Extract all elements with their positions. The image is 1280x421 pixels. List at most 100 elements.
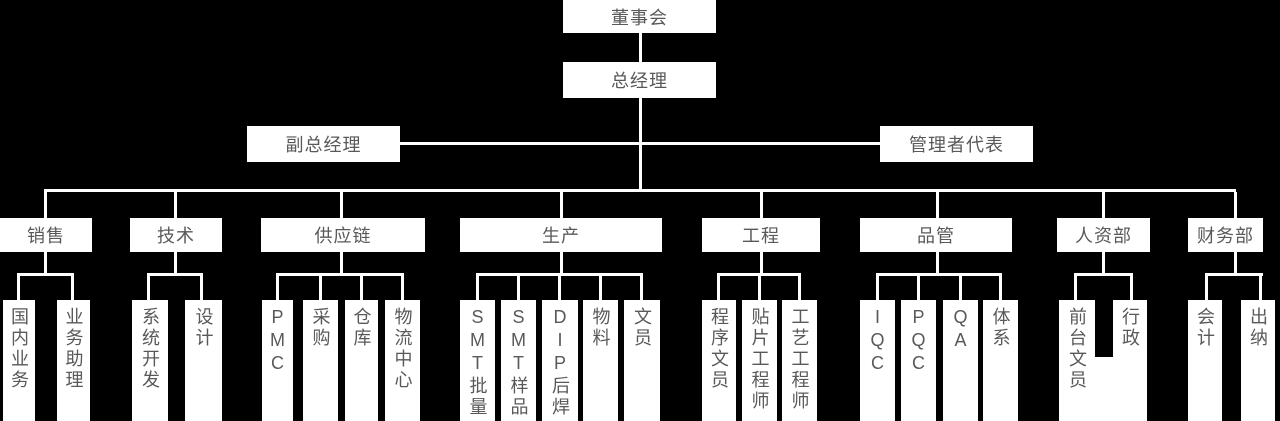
org-node-deputy-general-manager: 副总经理 — [247, 126, 400, 162]
org-node-system-development: 系统开发 — [132, 300, 168, 421]
connector-rail-engineering — [717, 273, 801, 276]
connector-rail-production — [476, 273, 643, 276]
white-fill-artifact — [1093, 357, 1114, 421]
program-clerk-label: 程序文员 — [709, 307, 729, 391]
quality-system-label: 体系 — [990, 307, 1011, 349]
org-node-dept-engineering: 工程 — [702, 218, 820, 252]
dept-engineering-label: 工程 — [742, 226, 780, 246]
connector-stub-finance-up — [1234, 192, 1237, 218]
materials-label: 物料 — [590, 307, 611, 349]
iqc-label: IQC — [867, 307, 888, 376]
design-label: 设计 — [193, 307, 214, 349]
connector-stub-smt-sample — [517, 276, 520, 300]
connector-stub-quality-down — [936, 252, 939, 276]
system-development-label: 系统开发 — [140, 307, 160, 391]
connector-stub-materials — [599, 276, 602, 300]
org-node-pmc: PMC — [262, 300, 293, 421]
org-node-purchasing: 采购 — [303, 300, 338, 421]
connector-stub-design — [200, 276, 203, 300]
smt-batch-label: SMT批量 — [467, 307, 488, 418]
connector-stub-front-desk-clerk — [1074, 276, 1077, 300]
dept-supply-chain-label: 供应链 — [314, 226, 372, 246]
qa-label: QA — [950, 307, 971, 353]
org-node-board: 董事会 — [563, 0, 716, 33]
org-node-deputy-general-manager-label: 副总经理 — [285, 135, 362, 155]
org-node-process-engineer: 工艺工程师 — [782, 300, 817, 421]
warehouse-label: 仓库 — [351, 307, 372, 349]
connector-stub-cashier — [1259, 276, 1262, 300]
org-node-program-clerk: 程序文员 — [702, 300, 736, 421]
org-node-qa: QA — [943, 300, 978, 421]
connector-stub-finance-down — [1234, 252, 1237, 276]
connector-stub-pmc — [276, 276, 279, 300]
connector-rail-quality — [876, 273, 1002, 276]
org-node-accounting: 会计 — [1188, 300, 1222, 421]
connector-stub-sales-up — [44, 192, 47, 218]
front-desk-clerk-label: 前台文员 — [1067, 307, 1087, 391]
org-node-management-representative: 管理者代表 — [880, 126, 1033, 162]
connector-rail-sales — [17, 273, 74, 276]
connector-stub-dip-soldering — [558, 276, 561, 300]
connector-stub-engineering-down — [760, 252, 763, 276]
connector-rail-technology — [147, 273, 203, 276]
org-node-logistics-center: 物流中心 — [385, 300, 420, 421]
connector-rail-finance — [1205, 273, 1263, 276]
connector-board-gm — [639, 33, 642, 62]
connector-stub-iqc — [876, 276, 879, 300]
org-node-business-assistant: 业务助理 — [57, 300, 90, 421]
org-node-board-label: 董事会 — [611, 7, 668, 28]
pmc-label: PMC — [267, 307, 288, 376]
org-node-warehouse: 仓库 — [345, 300, 378, 421]
org-node-iqc: IQC — [860, 300, 895, 421]
connector-stub-warehouse — [360, 276, 363, 300]
org-node-dept-finance: 财务部 — [1188, 218, 1263, 252]
org-node-clerk: 文员 — [624, 300, 660, 421]
connector-deputy-rep — [400, 142, 880, 145]
connector-stub-hr-down — [1102, 252, 1105, 276]
logistics-center-label: 物流中心 — [392, 307, 413, 391]
connector-stub-supply-chain-up — [340, 192, 343, 218]
org-node-administration: 行政 — [1113, 300, 1147, 421]
connector-stub-production-up — [560, 192, 563, 218]
connector-stub-business-assistant — [71, 276, 74, 300]
smt-engineer-label: 贴片工程师 — [749, 307, 770, 412]
org-node-management-representative-label: 管理者代表 — [909, 135, 1004, 155]
org-node-dept-technology: 技术 — [130, 218, 222, 252]
connector-stub-pqc — [917, 276, 920, 300]
connector-stub-smt-engineer — [758, 276, 761, 300]
org-node-smt-sample: SMT样品 — [501, 300, 536, 421]
org-node-domestic-business: 国内业务 — [3, 300, 35, 421]
connector-stub-technology-down — [174, 252, 177, 276]
org-node-front-desk-clerk: 前台文员 — [1059, 300, 1095, 421]
connector-department-rail — [44, 189, 1236, 192]
dept-production-label: 生产 — [542, 226, 580, 246]
accounting-label: 会计 — [1195, 307, 1215, 349]
connector-stub-system-development — [147, 276, 150, 300]
connector-stub-quality-up — [936, 192, 939, 218]
connector-stub-technology-up — [174, 192, 177, 218]
connector-stub-accounting — [1205, 276, 1208, 300]
connector-stub-production-down — [560, 252, 563, 276]
connector-stub-administration — [1130, 276, 1133, 300]
connector-rail-hr — [1074, 273, 1133, 276]
connector-rail-supply-chain — [276, 273, 404, 276]
connector-stub-purchasing — [319, 276, 322, 300]
org-node-pqc: PQC — [901, 300, 936, 421]
purchasing-label: 采购 — [310, 307, 331, 349]
org-node-general-manager-label: 总经理 — [611, 71, 668, 91]
connector-stub-domestic-business — [17, 276, 20, 300]
process-engineer-label: 工艺工程师 — [789, 307, 810, 412]
org-node-dept-production: 生产 — [460, 218, 662, 252]
smt-sample-label: SMT样品 — [508, 307, 529, 418]
domestic-business-label: 国内业务 — [9, 307, 29, 391]
business-assistant-label: 业务助理 — [63, 307, 84, 391]
dept-finance-label: 财务部 — [1197, 226, 1254, 246]
org-node-dept-supply-chain: 供应链 — [261, 218, 425, 252]
cashier-label: 出纳 — [1248, 307, 1268, 349]
clerk-label: 文员 — [632, 307, 652, 349]
org-node-design: 设计 — [185, 300, 222, 421]
org-node-quality-system: 体系 — [983, 300, 1018, 421]
org-node-materials: 物料 — [583, 300, 618, 421]
org-node-dept-sales: 销售 — [0, 218, 92, 252]
